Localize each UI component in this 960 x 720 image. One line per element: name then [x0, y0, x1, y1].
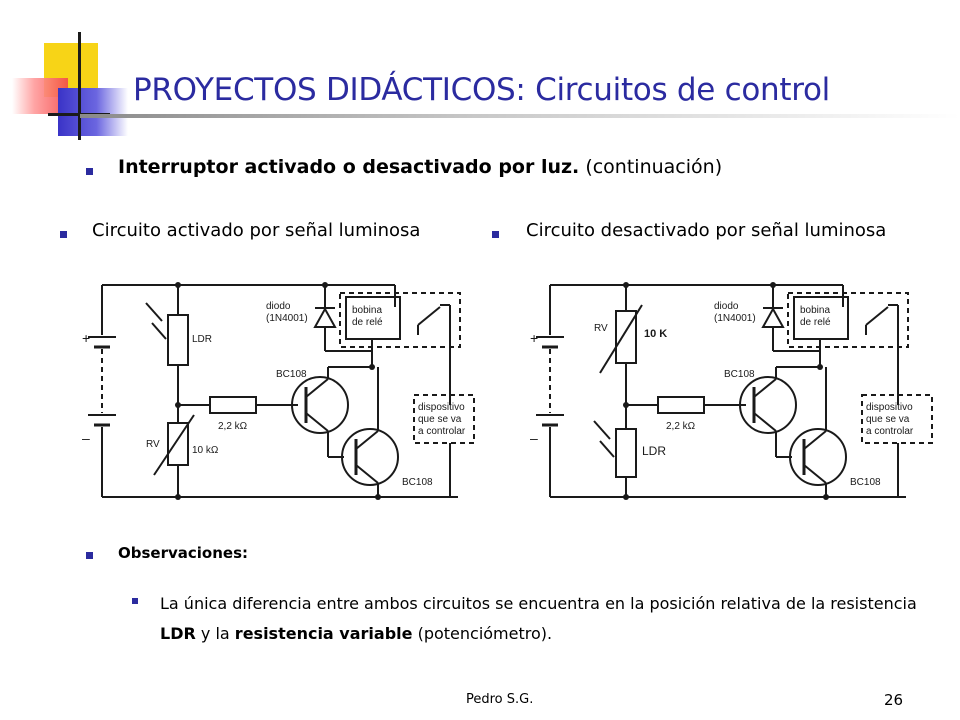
- relay-switch: [417, 306, 441, 326]
- diode-label: diodo: [266, 301, 291, 312]
- blue-square: [58, 88, 128, 136]
- cross-line-vertical: [78, 32, 81, 140]
- ldr-label: LDR: [192, 334, 212, 345]
- diode: [761, 306, 785, 328]
- junction: [375, 494, 381, 500]
- device-label-1: dispositivo: [866, 402, 913, 413]
- base-resistor: [209, 396, 257, 414]
- junction: [175, 494, 181, 500]
- light-arrow: [593, 420, 611, 440]
- rv-arrow: [599, 304, 643, 374]
- bullet-icon: [60, 231, 67, 238]
- transistor-collector: [305, 378, 329, 398]
- note-ldr: LDR: [160, 624, 196, 643]
- note-part-2: y la: [200, 624, 230, 643]
- coil-label-2: de relé: [800, 317, 831, 328]
- page-number: 26: [884, 691, 904, 709]
- coil-label: bobina: [800, 305, 830, 316]
- subtitle-normal: (continuación): [585, 156, 723, 178]
- title-underline: [80, 114, 960, 118]
- junction: [623, 494, 629, 500]
- cross-line-horizontal: [48, 113, 110, 116]
- device-label-2: que se va: [866, 414, 910, 425]
- device-label-1: dispositivo: [418, 402, 465, 413]
- transistor-emitter: [753, 412, 777, 432]
- transistor-1: [739, 376, 797, 434]
- junction: [623, 282, 629, 288]
- junction: [770, 282, 776, 288]
- junction: [623, 402, 629, 408]
- junction: [823, 494, 829, 500]
- rv-label: RV: [146, 439, 160, 450]
- observation-note: La única diferencia entre ambos circuito…: [160, 589, 930, 649]
- diode-model-label: (1N4001): [266, 313, 308, 324]
- ldr-label: LDR: [642, 444, 666, 458]
- transistor-top-label: BC108: [724, 369, 755, 380]
- transistor-emitter: [355, 464, 379, 484]
- transistor-emitter: [803, 464, 827, 484]
- transistor-2: [789, 428, 847, 486]
- junction: [817, 364, 823, 370]
- subtitle-bold: Interruptor activado o desactivado por l…: [118, 156, 580, 178]
- resistor-label: 2,2 kΩ: [218, 421, 248, 432]
- note-part-1: La única diferencia entre ambos circuito…: [160, 594, 917, 613]
- circuit-diagram-left: + – LDR RV 10 kΩ 2,2 kΩ diodo (1N4001) b…: [82, 282, 475, 500]
- right-column-heading: Circuito desactivado por señal luminosa: [526, 220, 887, 241]
- rv-value-label: 10 kΩ: [192, 445, 219, 456]
- bullet-icon: [86, 552, 93, 559]
- relay-switch: [865, 306, 889, 326]
- diode: [313, 306, 337, 328]
- bullet-icon: [132, 598, 138, 604]
- relay-dashed-box: [787, 292, 909, 348]
- resistor-label: 2,2 kΩ: [666, 421, 696, 432]
- coil-label: bobina: [352, 305, 382, 316]
- device-label-3: a controlar: [866, 426, 914, 437]
- relay-dashed-box: [339, 292, 461, 348]
- bullet-icon: [86, 168, 93, 175]
- observations-heading: Observaciones:: [118, 544, 249, 562]
- junction: [175, 402, 181, 408]
- transistor-collector: [753, 378, 777, 398]
- light-arrow: [599, 440, 615, 458]
- base-resistor: [657, 396, 705, 414]
- device-label-2: que se va: [418, 414, 462, 425]
- coil-label-2: de relé: [352, 317, 383, 328]
- plus-label: +: [82, 330, 90, 346]
- transistor-2: [341, 428, 399, 486]
- left-column-heading: Circuito activado por señal luminosa: [92, 220, 421, 241]
- junction: [175, 282, 181, 288]
- diode-model-label: (1N4001): [714, 313, 756, 324]
- device-label-3: a controlar: [418, 426, 466, 437]
- footer-author: Pedro S.G.: [466, 692, 534, 707]
- light-arrow: [151, 322, 167, 340]
- section-subtitle: Interruptor activado o desactivado por l…: [118, 156, 722, 178]
- transistor-collector: [803, 430, 827, 450]
- circuit-diagram-right: + – RV 10 K LDR 2,2 kΩ diodo (1N4001) bo…: [530, 282, 933, 500]
- transistor-emitter: [305, 412, 329, 432]
- note-rv: resistencia variable: [234, 624, 413, 643]
- rv-arrow: [153, 414, 195, 476]
- note-part-3: (potenciómetro).: [417, 624, 553, 643]
- transistor-bottom-label: BC108: [402, 477, 433, 488]
- transistor-1: [291, 376, 349, 434]
- rv-label: RV: [594, 323, 608, 334]
- minus-label: –: [530, 430, 538, 446]
- plus-label: +: [530, 330, 538, 346]
- page-title: PROYECTOS DIDÁCTICOS: Circuitos de contr…: [133, 72, 830, 108]
- ldr-resistor: [615, 428, 637, 478]
- junction: [369, 364, 375, 370]
- light-arrow: [145, 302, 163, 322]
- ldr-resistor: [167, 314, 189, 366]
- junction: [322, 282, 328, 288]
- diode-label: diodo: [714, 301, 739, 312]
- transistor-bottom-label: BC108: [850, 477, 881, 488]
- controlled-device-box: [413, 394, 475, 444]
- rv-value-label: 10 K: [644, 328, 667, 340]
- transistor-top-label: BC108: [276, 369, 307, 380]
- minus-label: –: [82, 430, 90, 446]
- transistor-collector: [355, 430, 379, 450]
- bullet-icon: [492, 231, 499, 238]
